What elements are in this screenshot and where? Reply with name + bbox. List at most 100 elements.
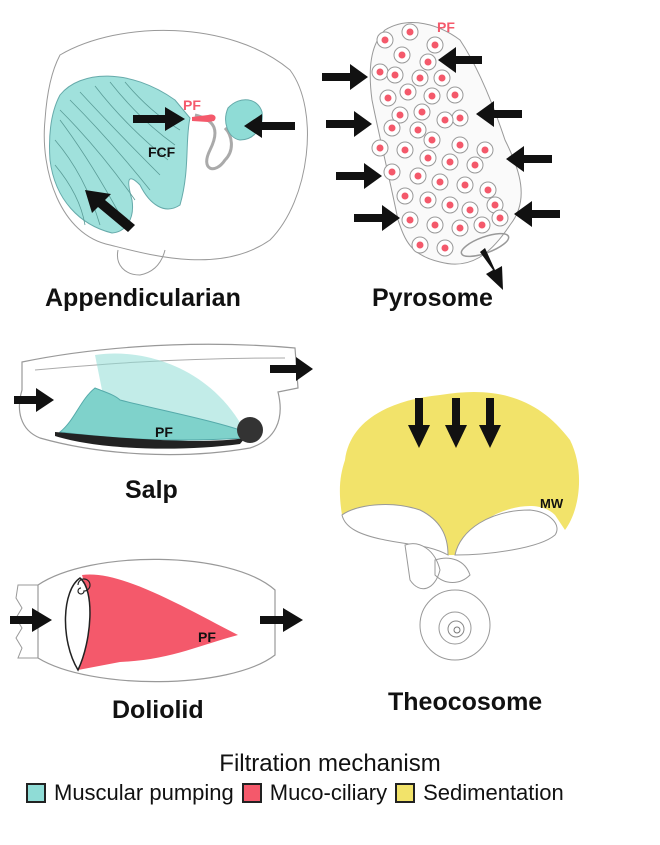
arrow-out [270,357,313,381]
pyrosome-illustration: PF [322,19,560,290]
zooid-filter [404,88,412,96]
zooid-filter [414,126,422,134]
barrel-outline [37,558,276,683]
legend-item-muco-ciliary: Muco-ciliary [241,780,388,806]
nucleus [237,417,263,443]
zooid-filter [424,196,432,204]
zooid-filter [441,116,449,124]
mw-label: MW [540,496,564,511]
zooid-filter [441,244,449,252]
arrow-in [326,111,372,137]
sedimentation-arrows [408,398,501,448]
zooid-filter [414,172,422,180]
arrow-out [260,608,303,632]
pf-label: PF [183,97,201,113]
pf-label: PF [437,19,455,35]
pyrosome-title: Pyrosome [372,284,493,312]
zooid-filter [496,214,504,222]
zooid-filter [398,51,406,59]
zooid-filter [416,74,424,82]
arrow-out [480,248,503,290]
gut-tube [194,113,233,171]
zooid-filter [376,68,384,76]
zooid-filter [446,201,454,209]
zooid-filter [406,28,414,36]
zooid-filter [438,74,446,82]
theocosome-illustration: MW [339,392,580,661]
salp-illustration: PF [14,343,313,456]
zooid-filter [424,154,432,162]
legend-swatch [241,783,262,803]
zooid-filter [401,192,409,200]
appendicularian-title: Appendicularian [45,284,241,312]
shell-spiral [438,611,472,645]
legend-item-sedimentation: Sedimentation [395,780,564,806]
arrow-in [322,64,368,90]
zooid-filter [461,181,469,189]
inflow-arrows [322,47,560,231]
pyrosome-panel: PF Pyrosome [310,0,570,320]
doliolid-title: Doliolid [112,696,204,724]
zooid-filter [491,201,499,209]
arrow-in [476,101,522,127]
theocosome-title: Theocosome [388,688,543,716]
zooid-group [371,23,509,257]
shell [419,589,491,661]
legend-label: Muco-ciliary [269,780,388,805]
salp-title: Salp [125,476,178,504]
arrow-in [438,47,482,73]
fcf-label: FCF [148,144,176,160]
zooid-filter [471,161,479,169]
fcf-ribs [54,81,181,226]
legend-label: Muscular pumping [54,780,234,805]
appendicularian-panel: PF FCF Appendicularian [0,0,310,320]
pharynx [58,387,246,441]
arrow-down [408,398,430,448]
doliolid-panel: PF Doliolid [0,530,330,740]
mouth-flap [64,577,91,672]
legend-label: Sedimentation [423,780,564,805]
left-opening [15,584,39,659]
arrow-in-right [244,114,295,138]
doliolid-illustration: PF [10,558,303,683]
arrow-in [336,163,382,189]
zooid-filter [456,224,464,232]
cloaca [460,232,510,258]
zooid-filter [406,216,414,224]
zooid-filter [431,221,439,229]
arrow-in [514,201,560,227]
zooid-filter [428,92,436,100]
legend-title: Filtration mechanism [219,750,441,777]
zooid-filter [384,94,392,102]
arrow-in [14,388,54,412]
shell-spiral [453,626,461,634]
zooid-filter [396,111,404,119]
zooid-filter [431,41,439,49]
legend-swatch [395,783,416,803]
mucous-web [339,392,580,555]
body-parts [404,543,471,590]
zooid-filter [466,206,474,214]
zooid-filter [481,146,489,154]
zooid-filter [451,91,459,99]
legend: Muscular pumping Muco-ciliary Sedimentat… [26,780,572,806]
zooid-filter [401,146,409,154]
pharyngeal-filter [192,114,216,122]
gut-band [55,432,245,449]
spiral [77,578,91,595]
arrow-in [354,205,400,231]
zooid-filter [456,141,464,149]
legend-swatch [26,783,46,803]
legend-item-muscular-pumping: Muscular pumping [26,780,234,806]
zooid-filter [478,221,486,229]
arrow-in [10,608,52,632]
zooid-filter [388,168,396,176]
theocosome-panel: MW Theocosome [330,370,640,730]
house-lip [116,249,166,276]
shell-spiral [447,620,465,638]
body-outline [18,343,299,456]
arrow-down [445,398,467,448]
zooid-filter [456,114,464,122]
zooid-filter [484,186,492,194]
zooid-filter [388,124,396,132]
